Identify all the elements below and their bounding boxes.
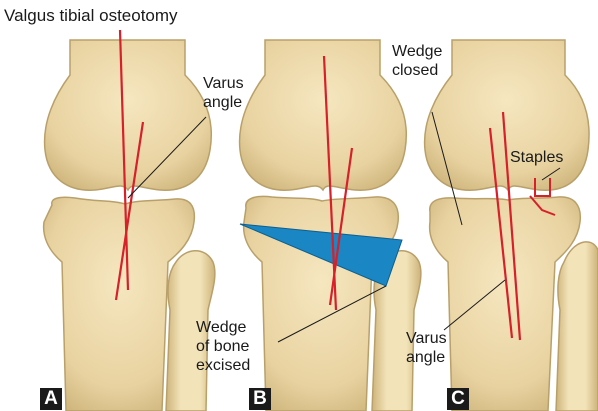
femur-a [45,40,212,190]
varus-angle-label-top-2: angle [203,93,242,112]
wedge-excised-label-1: Wedge [196,318,246,337]
panel-tag-a: A [40,388,62,410]
varus-angle-label-top-1: Varus [203,74,244,93]
wedge-excised-label-2: of bone [196,337,249,356]
panel-tag-b: B [249,388,271,410]
staples-label: Staples [510,148,563,167]
fibula-c [556,242,598,411]
panel-b [240,40,421,411]
femur-b [240,40,407,190]
wedge-closed-label-1: Wedge [392,42,442,61]
wedge-closed-label-2: closed [392,61,438,80]
varus-angle-label-bottom-2: angle [406,348,445,367]
wedge-excised-label-3: excised [196,356,250,375]
diagram-title: Valgus tibial osteotomy [4,6,178,25]
panel-tag-c: C [447,388,469,410]
panel-c [425,40,598,411]
varus-angle-label-bottom-1: Varus [406,329,447,348]
panel-a [44,30,215,411]
